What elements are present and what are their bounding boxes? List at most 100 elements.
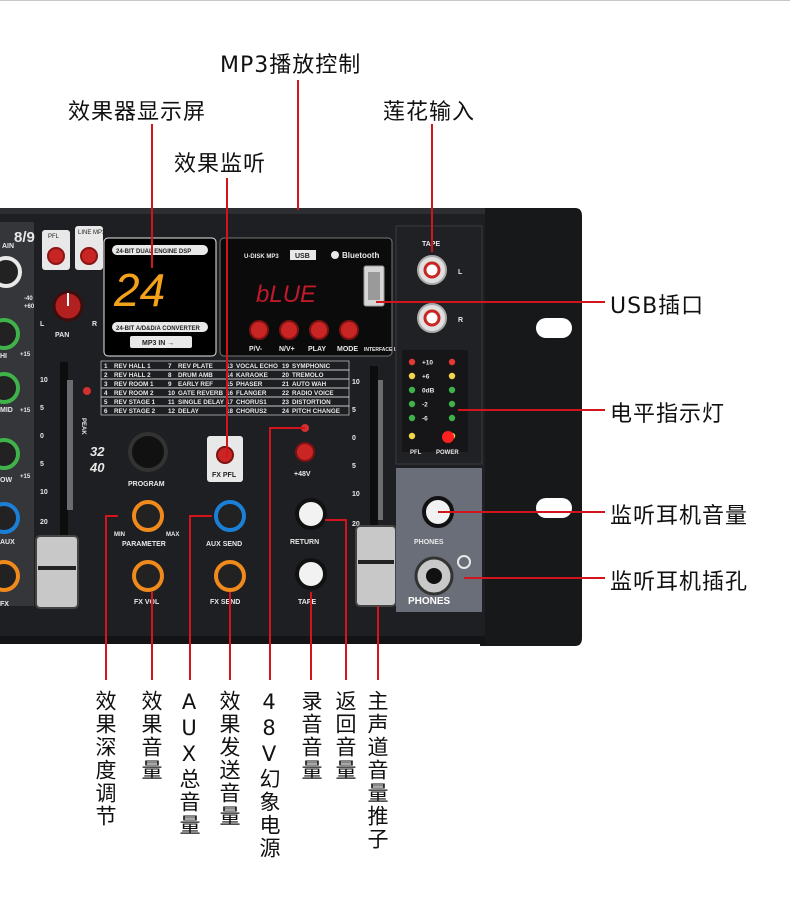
meter-led [408, 358, 416, 366]
fx-send-label: FX SEND [210, 599, 240, 606]
aux-send-label: AUX SEND [206, 541, 242, 548]
parameter-knob[interactable] [132, 500, 164, 532]
eq-mid-knob[interactable] [0, 372, 20, 404]
fx-pfl-button[interactable] [216, 446, 234, 464]
svg-text:PLAY: PLAY [308, 346, 326, 353]
svg-text:R: R [458, 317, 463, 324]
rack-ear-slot-bottom [536, 498, 572, 518]
effects-table-cell: 4 [104, 390, 108, 397]
meter-led [408, 386, 416, 394]
effects-table-cell: AUTO WAH [292, 381, 327, 388]
line-mp3-label: LINE MP3 [78, 230, 106, 236]
dsp-digits: 24 [113, 264, 165, 316]
svg-text:5: 5 [352, 463, 356, 470]
peak-led [83, 387, 91, 395]
effects-table-cell: 23 [282, 399, 290, 406]
svg-text:POWER: POWER [436, 450, 459, 456]
channel-aux-label: AUX [0, 539, 15, 546]
label-aux-master: AUX总音量 [177, 690, 201, 837]
effects-table-cell: VOCAL ECHO [236, 363, 278, 370]
meter-led [448, 400, 456, 408]
effects-table-cell: PHASER [236, 381, 263, 388]
phantom-48v-button[interactable] [295, 442, 315, 462]
eq-low-knob[interactable] [0, 438, 20, 470]
effects-table-cell: DELAY [178, 408, 200, 415]
bluetooth-label: Bluetooth [342, 251, 379, 260]
phones-knob-label: PHONES [414, 539, 444, 546]
mode-button[interactable] [339, 320, 359, 340]
svg-text:5: 5 [40, 405, 44, 412]
rack-ear-slot-top [536, 318, 572, 338]
program-knob[interactable] [128, 432, 168, 472]
effects-table-cell: 11 [168, 399, 175, 406]
meter-led [408, 400, 416, 408]
effects-table-cell: 20 [282, 372, 290, 379]
headphones-icon [457, 555, 471, 569]
effects-table-cell: CHORUS1 [236, 399, 267, 406]
meter-label: -2 [422, 402, 428, 409]
effects-table-cell: 6 [104, 408, 108, 415]
aux-send-knob[interactable] [214, 500, 246, 532]
svg-text:5: 5 [40, 461, 44, 468]
channel-aux-knob[interactable] [0, 502, 20, 534]
peak-label: PEAK [80, 418, 86, 435]
svg-text:MODE: MODE [337, 346, 358, 353]
line-mp3-button[interactable] [80, 247, 98, 265]
effects-table-cell: SYMPHONIC [292, 363, 331, 370]
callout-headphone-jack: 监听耳机插孔 [610, 570, 749, 595]
rack-ear [480, 208, 582, 646]
effects-table-cell: FLANGER [236, 390, 267, 397]
return-knob[interactable] [295, 498, 327, 530]
channel-fader-scale: 10 5 0 5 10 20 [40, 377, 48, 526]
master-fader-cap[interactable] [355, 525, 397, 607]
usb-badge: USB [295, 253, 310, 260]
next-button[interactable] [279, 320, 299, 340]
channel-fx-label: FX [0, 601, 9, 608]
pan-scale-40: -40 [24, 296, 33, 302]
tape-knob[interactable] [295, 558, 327, 590]
fx-vol-label: FX VOL [134, 599, 160, 606]
fx-vol-knob[interactable] [132, 560, 164, 592]
svg-text:0: 0 [352, 435, 356, 442]
fx-pfl-label: FX PFL [212, 472, 237, 479]
pfl-button[interactable] [47, 247, 65, 265]
effects-table-cell: DRUM AMB [178, 372, 213, 379]
svg-text:10: 10 [352, 491, 360, 498]
mp3-screen-text: bLUE [256, 281, 317, 308]
eq-low-label: OW [0, 477, 12, 484]
effects-table-cell: 12 [168, 408, 176, 415]
effects-table-cell: 15 [226, 381, 234, 388]
meter-led [448, 358, 456, 366]
master-fader-scale: 10 5 0 5 10 20 [352, 379, 360, 528]
gain-knob[interactable] [0, 256, 22, 288]
svg-text:20: 20 [40, 519, 48, 526]
meter-led [408, 372, 416, 380]
channel-fader-cap[interactable] [35, 535, 79, 609]
svg-text:INTERFACE USB: INTERFACE USB [364, 347, 405, 353]
svg-text:+15: +15 [20, 352, 31, 358]
svg-text:+15: +15 [20, 474, 31, 480]
meter-label: +10 [422, 360, 433, 367]
program-label: PROGRAM [128, 481, 165, 488]
pfl-label: PFL [48, 234, 60, 240]
effects-table-cell: REV HALL 1 [114, 363, 151, 370]
effects-table-cell: 9 [168, 381, 172, 388]
fx-send-knob[interactable] [214, 560, 246, 592]
prev-button[interactable] [249, 320, 269, 340]
meter-label: 0dB [422, 388, 435, 395]
svg-text:10: 10 [40, 377, 48, 384]
eq-hi-knob[interactable] [0, 318, 20, 350]
play-button[interactable] [309, 320, 329, 340]
callout-mp3-control: MP3播放控制 [220, 53, 362, 78]
svg-text:MIN: MIN [114, 532, 125, 538]
pan-scale-60: +60 [24, 304, 35, 310]
effects-table-cell: REV PLATE [178, 363, 213, 370]
channel-fx-knob[interactable] [0, 560, 20, 592]
meter-led [408, 432, 416, 440]
top-rule [0, 0, 790, 1]
effects-table-cell: RADIO VOICE [292, 390, 334, 397]
callout-level-indicator: 电平指示灯 [610, 402, 726, 427]
